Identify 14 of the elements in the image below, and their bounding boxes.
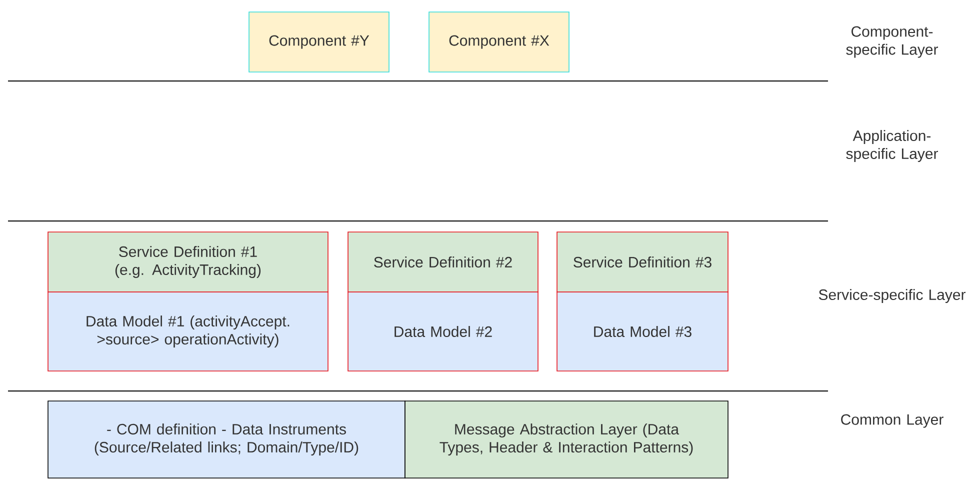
data-model-box: Data Model #1 (activityAccept. >source> operationActivity) — [48, 292, 328, 372]
layer-label: Service-specific Layer — [818, 289, 966, 303]
layer-label: Component-specific Layer — [846, 26, 938, 58]
service-definition-box: Service Definition #3 — [556, 232, 728, 292]
layer-label: Application-specific Layer — [846, 130, 938, 162]
service-definition-box: Service Definition #1 (e.g. ActivityTracking) — [48, 232, 328, 292]
data-model-box: Data Model #2 — [348, 292, 538, 372]
service-definition-box: Service Definition #2 — [348, 232, 538, 292]
component-box: Component #Y — [248, 12, 390, 72]
layer-box: Message Abstraction Layer (Data Types, Header & Interaction Patterns) — [404, 400, 728, 478]
data-model-box: Data Model #3 — [556, 292, 728, 372]
layer-box: - COM definition - Data Instruments (Source/Related links; Domain/Type/ID) — [48, 400, 406, 478]
layer-label: Common Layer — [841, 414, 944, 428]
component-box: Component #X — [428, 12, 570, 72]
